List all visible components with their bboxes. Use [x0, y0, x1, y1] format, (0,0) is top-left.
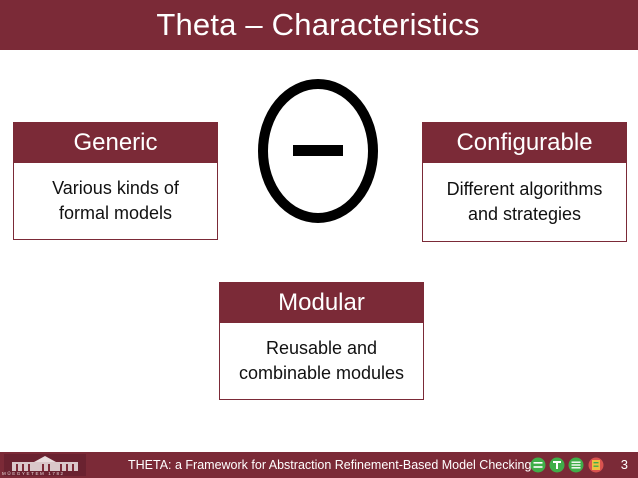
page-number: 3: [620, 457, 628, 472]
generic-card: Generic Various kinds of formal models: [13, 122, 218, 240]
logo-caption: MŰEGYETEM 1782: [2, 471, 65, 476]
title-bar: Theta – Characteristics: [0, 0, 638, 50]
configurable-body: Different algorithms and strategies: [446, 178, 603, 224]
generic-heading: Generic: [14, 123, 217, 163]
modular-body: Reusable and combinable modules: [238, 337, 405, 383]
footer-bar: MŰEGYETEM 1782 THETA: a Framework for Ab…: [0, 452, 638, 478]
green-t-logo-icon: [549, 457, 565, 473]
modular-card: Modular Reusable and combinable modules: [219, 282, 424, 400]
green-menu-logo-icon: [568, 457, 584, 473]
modular-heading: Modular: [220, 283, 423, 323]
footer-title: THETA: a Framework for Abstraction Refin…: [128, 458, 532, 472]
green-circle-logo-icon: [530, 457, 546, 473]
university-building-logo-icon: [4, 454, 86, 476]
generic-body: Various kinds of formal models: [52, 177, 179, 223]
configurable-card: Configurable Different algorithms and st…: [422, 122, 627, 242]
mixed-logo-icon: [588, 457, 604, 473]
slide-title: Theta – Characteristics: [156, 7, 480, 42]
configurable-heading: Configurable: [423, 123, 626, 163]
theta-symbol-icon: [258, 79, 378, 223]
